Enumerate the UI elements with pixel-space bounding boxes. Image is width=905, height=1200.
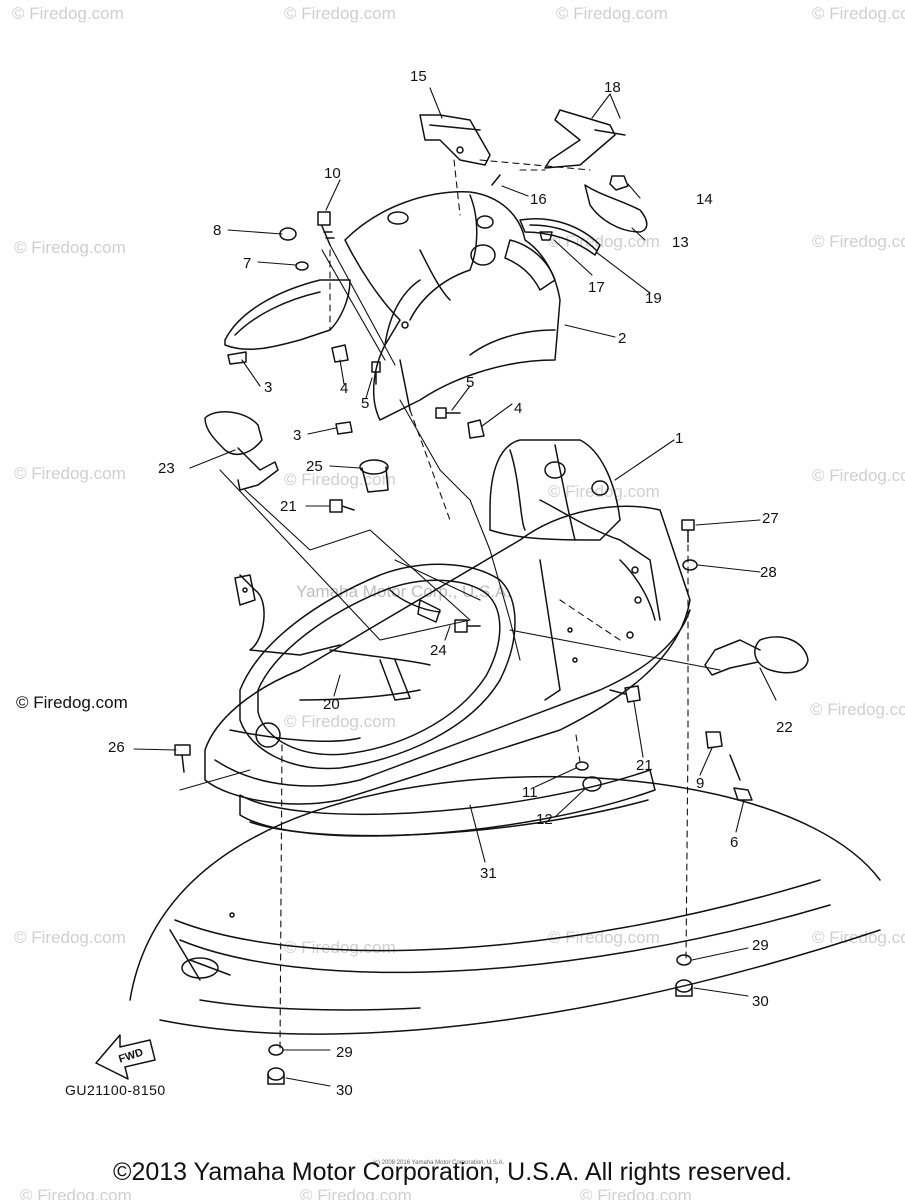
callout-28: 28 [760, 564, 777, 581]
watermark: © Firedog.com [284, 938, 396, 957]
callout-4: 4 [514, 400, 522, 417]
callout-25: 25 [306, 458, 323, 475]
rail [234, 574, 341, 656]
trim-part-19 [519, 218, 601, 256]
watermark: © Firedog.com [812, 4, 905, 23]
hull-outline [129, 775, 881, 1035]
watermark: © Firedog.com [14, 238, 126, 257]
footer-small-print: (c) 2008 2016 Yamaha Motor Corporation, … [373, 1160, 505, 1166]
callout-5: 5 [466, 374, 474, 391]
watermark: © Firedog.com [284, 4, 396, 23]
cover-part-13 [584, 184, 648, 233]
watermark: © Firedog.com [556, 4, 668, 23]
callout-26: 26 [108, 739, 125, 756]
watermark: © Firedog.com [284, 712, 396, 731]
fwd-arrow [95, 1034, 156, 1080]
seat-frame-part-20 [239, 563, 516, 770]
watermark: © Firedog.com [14, 928, 126, 947]
callout-9: 9 [696, 775, 704, 792]
mirror-part-22 [704, 636, 809, 676]
center-watermark: Yamaha Motor Corp., U.S.A. [296, 582, 512, 601]
diagram-code: GU21100-8150 [65, 1082, 166, 1098]
watermark: © Firedog.com [14, 464, 126, 483]
callout-labels: 1 2 3 3 4 4 5 5 6 7 8 9 10 11 12 13 14 1… [108, 68, 793, 1099]
callout-22: 22 [776, 719, 793, 736]
callout-3: 3 [293, 427, 301, 444]
callout-15: 15 [410, 68, 427, 85]
upper-cowl-part-2 [344, 191, 561, 421]
watermark: © Firedog.com [548, 232, 660, 251]
watermark: © Firedog.com [12, 4, 124, 23]
callout-24: 24 [430, 642, 447, 659]
callout-11: 11 [522, 784, 538, 801]
engine-hatch-cover [239, 769, 656, 837]
callout-12: 12 [536, 811, 553, 828]
left-panel [224, 279, 351, 351]
assembly-dashed-lines [279, 159, 689, 1051]
callout-2: 2 [618, 330, 626, 347]
watermark: © Firedog.com [812, 232, 905, 251]
watermark: © Firedog.com [580, 1186, 692, 1200]
watermark: © Firedog.com [812, 466, 905, 485]
callout-19: 19 [645, 290, 662, 307]
callout-6: 6 [730, 834, 738, 851]
callout-29: 29 [752, 937, 769, 954]
callout-27: 27 [762, 510, 779, 527]
copyright-footer: ©2013 Yamaha Motor Corporation, U.S.A. A… [113, 1158, 792, 1186]
callout-17: 17 [588, 279, 605, 296]
fasteners [174, 174, 753, 1085]
firedog-mark: © Firedog.com [16, 693, 128, 712]
callout-21: 21 [636, 757, 653, 774]
callout-5: 5 [361, 395, 369, 412]
bracket-part-18 [544, 109, 626, 169]
callout-13: 13 [672, 234, 689, 251]
watermark: © Firedog.com [284, 470, 396, 489]
callout-20: 20 [323, 696, 340, 713]
callout-30: 30 [752, 993, 769, 1010]
callout-29: 29 [336, 1044, 353, 1061]
plate-part-15 [419, 114, 491, 166]
callout-10: 10 [324, 165, 341, 182]
callout-3: 3 [264, 379, 272, 396]
callout-7: 7 [243, 255, 251, 272]
callout-23: 23 [158, 460, 175, 477]
callout-21: 21 [280, 498, 297, 515]
leader-lines [133, 87, 777, 1087]
callout-14: 14 [696, 191, 713, 208]
watermark: © Firedog.com [548, 928, 660, 947]
main-body-part-1 [204, 439, 691, 805]
callout-1: 1 [675, 430, 683, 447]
watermark: © Firedog.com [20, 1186, 132, 1200]
watermark: © Firedog.com [300, 1186, 412, 1200]
callout-31: 31 [480, 865, 497, 882]
callout-30: 30 [336, 1082, 353, 1099]
callout-16: 16 [530, 191, 547, 208]
callout-4: 4 [340, 380, 348, 397]
callout-8: 8 [213, 222, 221, 239]
watermark: © Firedog.com [810, 700, 905, 719]
mirror-part-23 [204, 411, 279, 491]
bottom-watermark-strip: © Firedog.com © Firedog.com © Firedog.co… [0, 1186, 905, 1200]
callout-18: 18 [604, 79, 621, 96]
watermark: © Firedog.com [548, 482, 660, 501]
